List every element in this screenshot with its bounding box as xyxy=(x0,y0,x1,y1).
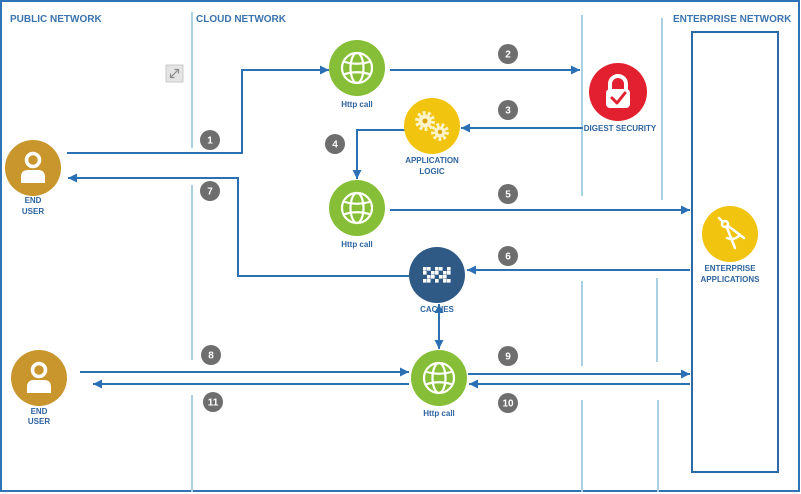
connectors xyxy=(67,65,690,389)
application-logic-circle xyxy=(404,98,460,154)
step-badge-7: 7 xyxy=(200,181,220,201)
enterprise-applications-label-line2: APPLICATIONS xyxy=(701,275,761,284)
enterprise-applications-node: ENTERPRISE APPLICATIONS xyxy=(701,206,761,284)
step-badge-3: 3 xyxy=(498,100,518,120)
end-user-label-line1: END xyxy=(31,407,48,416)
step-badge-circle xyxy=(203,392,223,412)
step-badge-circle xyxy=(200,130,220,150)
step-badge-circle xyxy=(201,345,221,365)
step-badge-circle xyxy=(498,346,518,366)
cache-grid-icon xyxy=(423,267,451,283)
digest-security-node: DIGEST SECURITY xyxy=(584,63,657,133)
step-number: 8 xyxy=(208,351,214,362)
http-call-middle-node: Http call xyxy=(329,180,385,249)
enterprise-network-box xyxy=(691,31,779,473)
step-badge-8: 8 xyxy=(201,345,221,365)
http-call-label: Http call xyxy=(423,409,455,418)
http-call-top-node: Http call xyxy=(329,40,385,109)
step-number: 4 xyxy=(332,140,338,151)
end-user-top-node: END USER xyxy=(5,140,61,216)
end-user-label-line2: USER xyxy=(28,417,50,426)
step-badge-11: 11 xyxy=(203,392,223,412)
caches-node: CACHES xyxy=(409,247,465,314)
cloud-network-label: CLOUD NETWORK xyxy=(196,14,287,25)
step-badge-circle xyxy=(325,134,345,154)
step-number: 7 xyxy=(207,187,213,198)
compass-icon xyxy=(717,216,746,250)
caches-circle xyxy=(409,247,465,303)
application-logic-label-line2: LOGIC xyxy=(419,167,445,176)
http-call-circle xyxy=(329,180,385,236)
caches-label: CACHES xyxy=(420,305,454,314)
step-badges: 1 2 3 4 5 6 7 8 xyxy=(200,44,518,413)
http-call-label: Http call xyxy=(341,100,373,109)
arrow-step-1 xyxy=(67,65,329,154)
step-badge-circle xyxy=(200,181,220,201)
step-badge-2: 2 xyxy=(498,44,518,64)
step-badge-circle xyxy=(498,184,518,204)
http-call-circle xyxy=(329,40,385,96)
step-number: 10 xyxy=(502,399,514,410)
step-badge-circle xyxy=(498,246,518,266)
step-badge-9: 9 xyxy=(498,346,518,366)
enterprise-network-label: ENTERPRISE NETWORK xyxy=(673,14,792,25)
step-number: 11 xyxy=(208,398,219,409)
end-user-label-line2: USER xyxy=(22,207,44,216)
step-badge-10: 10 xyxy=(498,393,518,413)
digest-security-label: DIGEST SECURITY xyxy=(584,124,657,133)
application-logic-label-line1: APPLICATION xyxy=(405,156,459,165)
end-user-bottom-node: END USER xyxy=(11,350,67,426)
arrow-step-4 xyxy=(352,129,405,179)
step-number: 2 xyxy=(505,50,511,61)
lock-icon xyxy=(606,74,630,108)
step-badge-circle xyxy=(498,393,518,413)
step-badge-6: 6 xyxy=(498,246,518,266)
step-number: 9 xyxy=(505,352,511,363)
gears-icon xyxy=(415,111,449,141)
user-icon xyxy=(21,151,45,183)
globe-icon xyxy=(422,361,456,395)
enterprise-applications-label-line1: ENTERPRISE xyxy=(704,264,756,273)
step-number: 1 xyxy=(207,136,213,147)
http-call-bottom-node: Http call xyxy=(411,350,467,418)
step-badge-circle xyxy=(498,100,518,120)
http-call-label: Http call xyxy=(341,240,373,249)
step-number: 6 xyxy=(505,252,511,263)
end-user-label-line1: END xyxy=(25,196,42,205)
arrow-step-7 xyxy=(68,173,409,277)
http-call-circle xyxy=(411,350,467,406)
step-badge-4: 4 xyxy=(325,134,345,154)
step-badge-5: 5 xyxy=(498,184,518,204)
globe-icon xyxy=(340,51,374,85)
user-icon xyxy=(27,361,51,393)
public-network-label: PUBLIC NETWORK xyxy=(10,14,102,25)
step-badge-1: 1 xyxy=(200,130,220,150)
globe-icon xyxy=(340,191,374,225)
expand-icon[interactable] xyxy=(165,64,184,83)
step-number: 3 xyxy=(505,106,511,117)
step-badge-circle xyxy=(498,44,518,64)
zone-dividers xyxy=(191,12,663,492)
step-number: 5 xyxy=(505,190,511,201)
application-logic-node: APPLICATION LOGIC xyxy=(404,98,460,176)
